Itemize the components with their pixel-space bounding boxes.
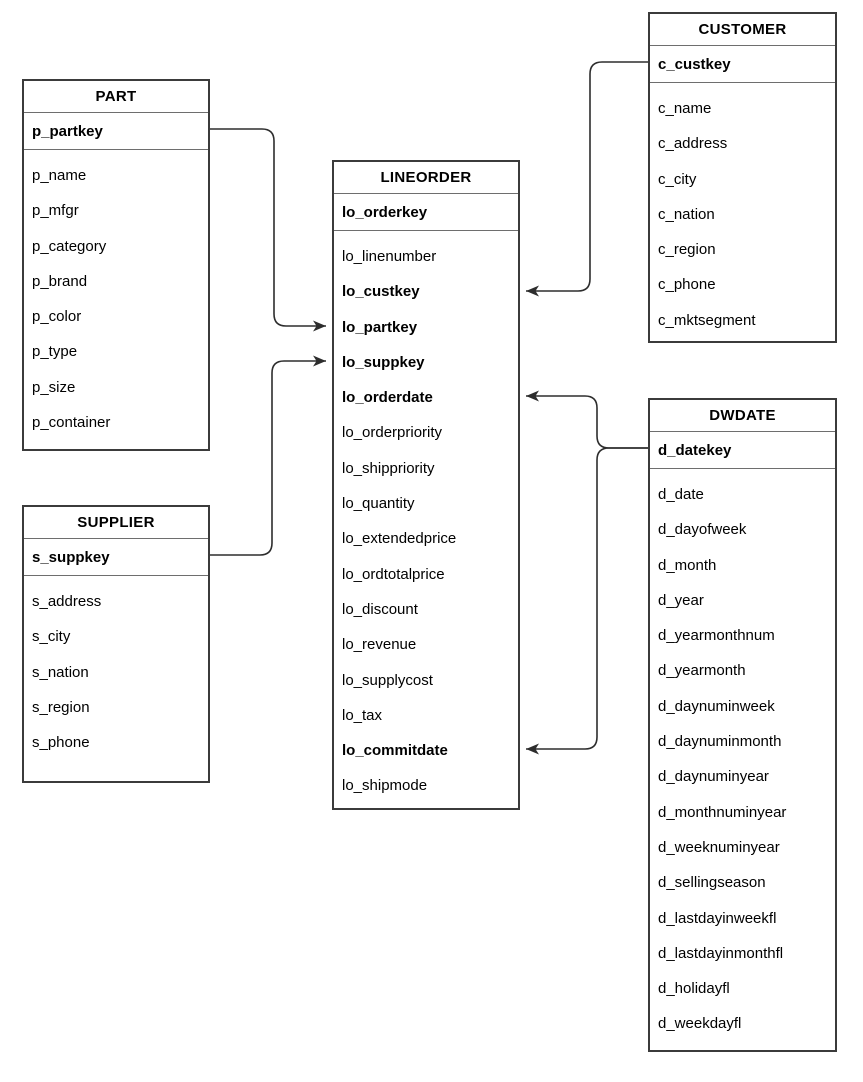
connector-supplier-suppkey-to-lineorder-suppkey (210, 355, 326, 556)
table-field: lo_extendedprice (342, 530, 457, 548)
table-field-list: d_date d_dayofweek d_month d_year d_yearmont… (650, 469, 835, 1050)
table-primary-key-field: c_custkey (650, 46, 835, 83)
connector-dwdate-datekey-to-lineorder-orderdate (526, 390, 648, 449)
table-field: s_region (32, 698, 90, 716)
table-field: c_name (658, 100, 712, 117)
table-field: lo_partkey (342, 318, 418, 336)
table-field: d_dayofweek (658, 521, 747, 539)
table-field-list: p_name p_mfgr p_category p_brand p_color p_ty… (24, 150, 208, 449)
table-field: lo_supplycost (342, 671, 433, 689)
table-field: lo_orderpriority (342, 424, 443, 442)
table-field: d_holidayfl (658, 980, 730, 998)
table-field: p_type (32, 343, 78, 361)
table-field: lo_suppkey (342, 353, 425, 371)
table-field: s_address (32, 593, 102, 610)
table-field: p_brand (32, 272, 88, 290)
table-field: s_phone (32, 734, 90, 752)
table-title: PART (24, 81, 208, 113)
table-field: d_daynuminyear (658, 768, 769, 786)
table-field: c_phone (658, 276, 716, 294)
table-primary-key-field: s_suppkey (24, 539, 208, 576)
table-field-list: lo_linenumber lo_custkey lo_partkey lo_supp… (334, 231, 518, 808)
table-primary-key-field: lo_orderkey (334, 194, 518, 231)
table-field: d_date (658, 486, 704, 503)
table-field: lo_shippriority (342, 459, 435, 477)
table-field: d_year (658, 591, 704, 609)
table-title: DWDATE (650, 400, 835, 432)
table-field: c_mktsegment (658, 311, 756, 329)
table-field: p_size (32, 378, 76, 396)
table-primary-key-field: p_partkey (24, 113, 208, 150)
table-field: d_month (658, 556, 717, 574)
connector-part-partkey-to-lineorder-partkey (210, 128, 326, 332)
table-field: lo_quantity (342, 495, 415, 513)
table-field: p_mfgr (32, 202, 79, 220)
table-field: c_address (658, 135, 728, 153)
table-title: SUPPLIER (24, 507, 208, 539)
table-field: p_category (32, 237, 107, 255)
connector-customer-custkey-to-lineorder-custkey (526, 61, 648, 297)
table-field: lo_ordtotalprice (342, 565, 445, 583)
table-field: d_yearmonthnum (658, 627, 775, 645)
table-title: LINEORDER (334, 162, 518, 194)
table-field: d_daynuminmonth (658, 733, 782, 751)
table-field: d_sellingseason (658, 874, 766, 892)
table-field: lo_tax (342, 706, 383, 724)
table-field: d_lastdayinweekfl (658, 909, 777, 927)
table-field: p_name (32, 167, 87, 184)
table-field: lo_revenue (342, 636, 417, 654)
table-field: c_city (658, 170, 697, 188)
table-field: d_monthnuminyear (658, 803, 787, 821)
table-field: lo_commitdate (342, 742, 448, 760)
table-field: s_city (32, 628, 71, 646)
table-field: d_daynuminweek (658, 697, 775, 715)
table-field: lo_linenumber (342, 248, 437, 265)
connector-dwdate-datekey-to-lineorder-commitdate (526, 447, 648, 755)
table-field: p_color (32, 308, 82, 326)
table-field: d_yearmonth (658, 662, 746, 680)
table-field: d_lastdayinmonthfl (658, 944, 784, 962)
table-title: CUSTOMER (650, 14, 835, 46)
table-field: d_weeknuminyear (658, 838, 780, 856)
table-field: p_container (32, 414, 111, 432)
table-field: c_nation (658, 205, 715, 223)
table-field-list: c_name c_address c_city c_nation c_region c_p… (650, 83, 835, 341)
table-field: s_nation (32, 663, 89, 681)
table-primary-key-field: d_datekey (650, 432, 835, 469)
table-field: lo_custkey (342, 283, 420, 301)
table-field: lo_discount (342, 600, 418, 618)
table-field-list: s_address s_city s_nation s_region s_phone (24, 576, 208, 781)
table-field: lo_shipmode (342, 777, 428, 795)
table-field: d_weekdayfl (658, 1015, 742, 1033)
table-field: c_region (658, 241, 716, 259)
table-field: lo_orderdate (342, 389, 433, 407)
